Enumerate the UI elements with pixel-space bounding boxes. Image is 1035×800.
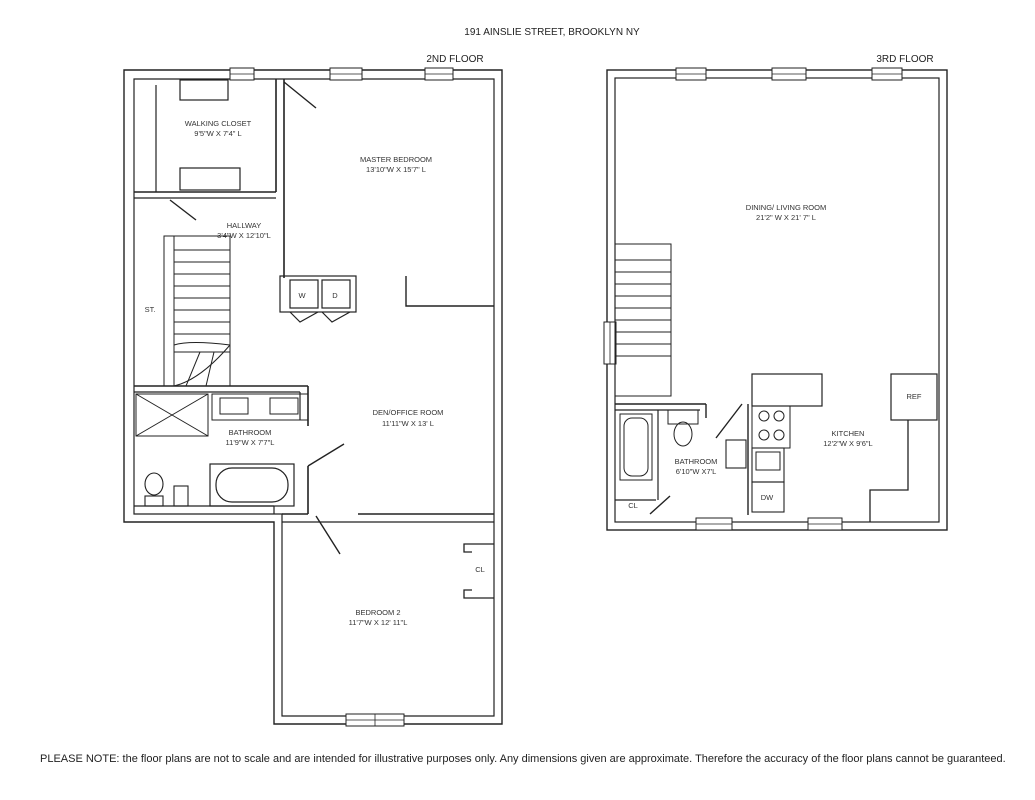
third-bathroom-dims: 6'10"W X7'L	[676, 467, 717, 476]
toilet-icon	[667, 409, 699, 447]
kitchen-dims: 12'2"W X 9'6"L	[823, 439, 872, 448]
shower-icon	[135, 393, 209, 437]
sink-icon	[211, 393, 309, 421]
third-floor-label: 3RD FLOOR	[876, 54, 933, 65]
window-icon	[229, 67, 454, 81]
hallway-dims: 3'4"W X 12'10"L	[217, 231, 271, 240]
refrigerator-icon	[890, 373, 938, 421]
dishwasher-label: DW	[761, 493, 774, 502]
den-office-dims: 11'11"W X 13' L	[382, 419, 434, 428]
master-bedroom-dims: 13'10"W X 15'7" L	[366, 165, 426, 174]
dishwasher-icon	[751, 481, 785, 513]
storage-label: ST.	[145, 305, 156, 314]
second-bathroom-dims: 11'9"W X 7'7"L	[226, 438, 275, 447]
floor-plan-drawing: 191 AINSLIE STREET, BROOKLYN NY	[123, 27, 948, 727]
door-icon	[649, 495, 671, 515]
window-icon	[695, 517, 843, 531]
washer-label: W	[298, 291, 306, 300]
bedroom2-name: BEDROOM 2	[355, 608, 400, 617]
toilet-icon	[144, 472, 189, 507]
refrigerator-label: REF	[907, 392, 922, 401]
walking-closet-name: WALKING CLOSET	[185, 119, 252, 128]
bathtub-icon	[619, 413, 653, 481]
disclaimer-note: PLEASE NOTE: the floor plans are not to …	[40, 753, 1006, 765]
bedroom2-dims: 11'7"W X 12' 11"L	[349, 618, 408, 627]
dining-living-name: DINING/ LIVING ROOM	[746, 203, 826, 212]
second-closet-label: CL	[475, 565, 485, 574]
window-icon	[345, 713, 405, 727]
door-icon	[315, 515, 341, 555]
window-icon	[675, 67, 903, 81]
bathtub-icon	[209, 463, 295, 507]
second-floor-plan	[123, 67, 503, 727]
third-floor-plan	[603, 67, 948, 531]
dryer-label: D	[332, 291, 338, 300]
stairs-icon	[614, 243, 672, 397]
kitchen-name: KITCHEN	[832, 429, 865, 438]
closet-outline	[463, 543, 494, 599]
door-icon	[169, 199, 197, 221]
walking-closet-dims: 9'5"W X 7'4" L	[194, 129, 241, 138]
page-title: 191 AINSLIE STREET, BROOKLYN NY	[464, 27, 640, 38]
sink-icon	[751, 447, 785, 483]
washer-dryer-icon	[279, 275, 357, 323]
door-icon	[307, 443, 345, 467]
den-office-name: DEN/OFFICE ROOM	[373, 408, 444, 417]
second-bathroom-name: BATHROOM	[229, 428, 272, 437]
master-bedroom-name: MASTER BEDROOM	[360, 155, 432, 164]
third-bathroom-name: BATHROOM	[675, 457, 718, 466]
door-icon	[715, 403, 743, 439]
dining-living-dims: 21'2" W X 21' 7" L	[756, 213, 816, 222]
hallway-name: HALLWAY	[227, 221, 261, 230]
second-floor-label: 2ND FLOOR	[426, 54, 483, 65]
sink-icon	[725, 439, 747, 469]
third-closet-label: CL	[628, 501, 638, 510]
stairs-icon	[163, 235, 231, 387]
stove-icon	[751, 405, 791, 449]
